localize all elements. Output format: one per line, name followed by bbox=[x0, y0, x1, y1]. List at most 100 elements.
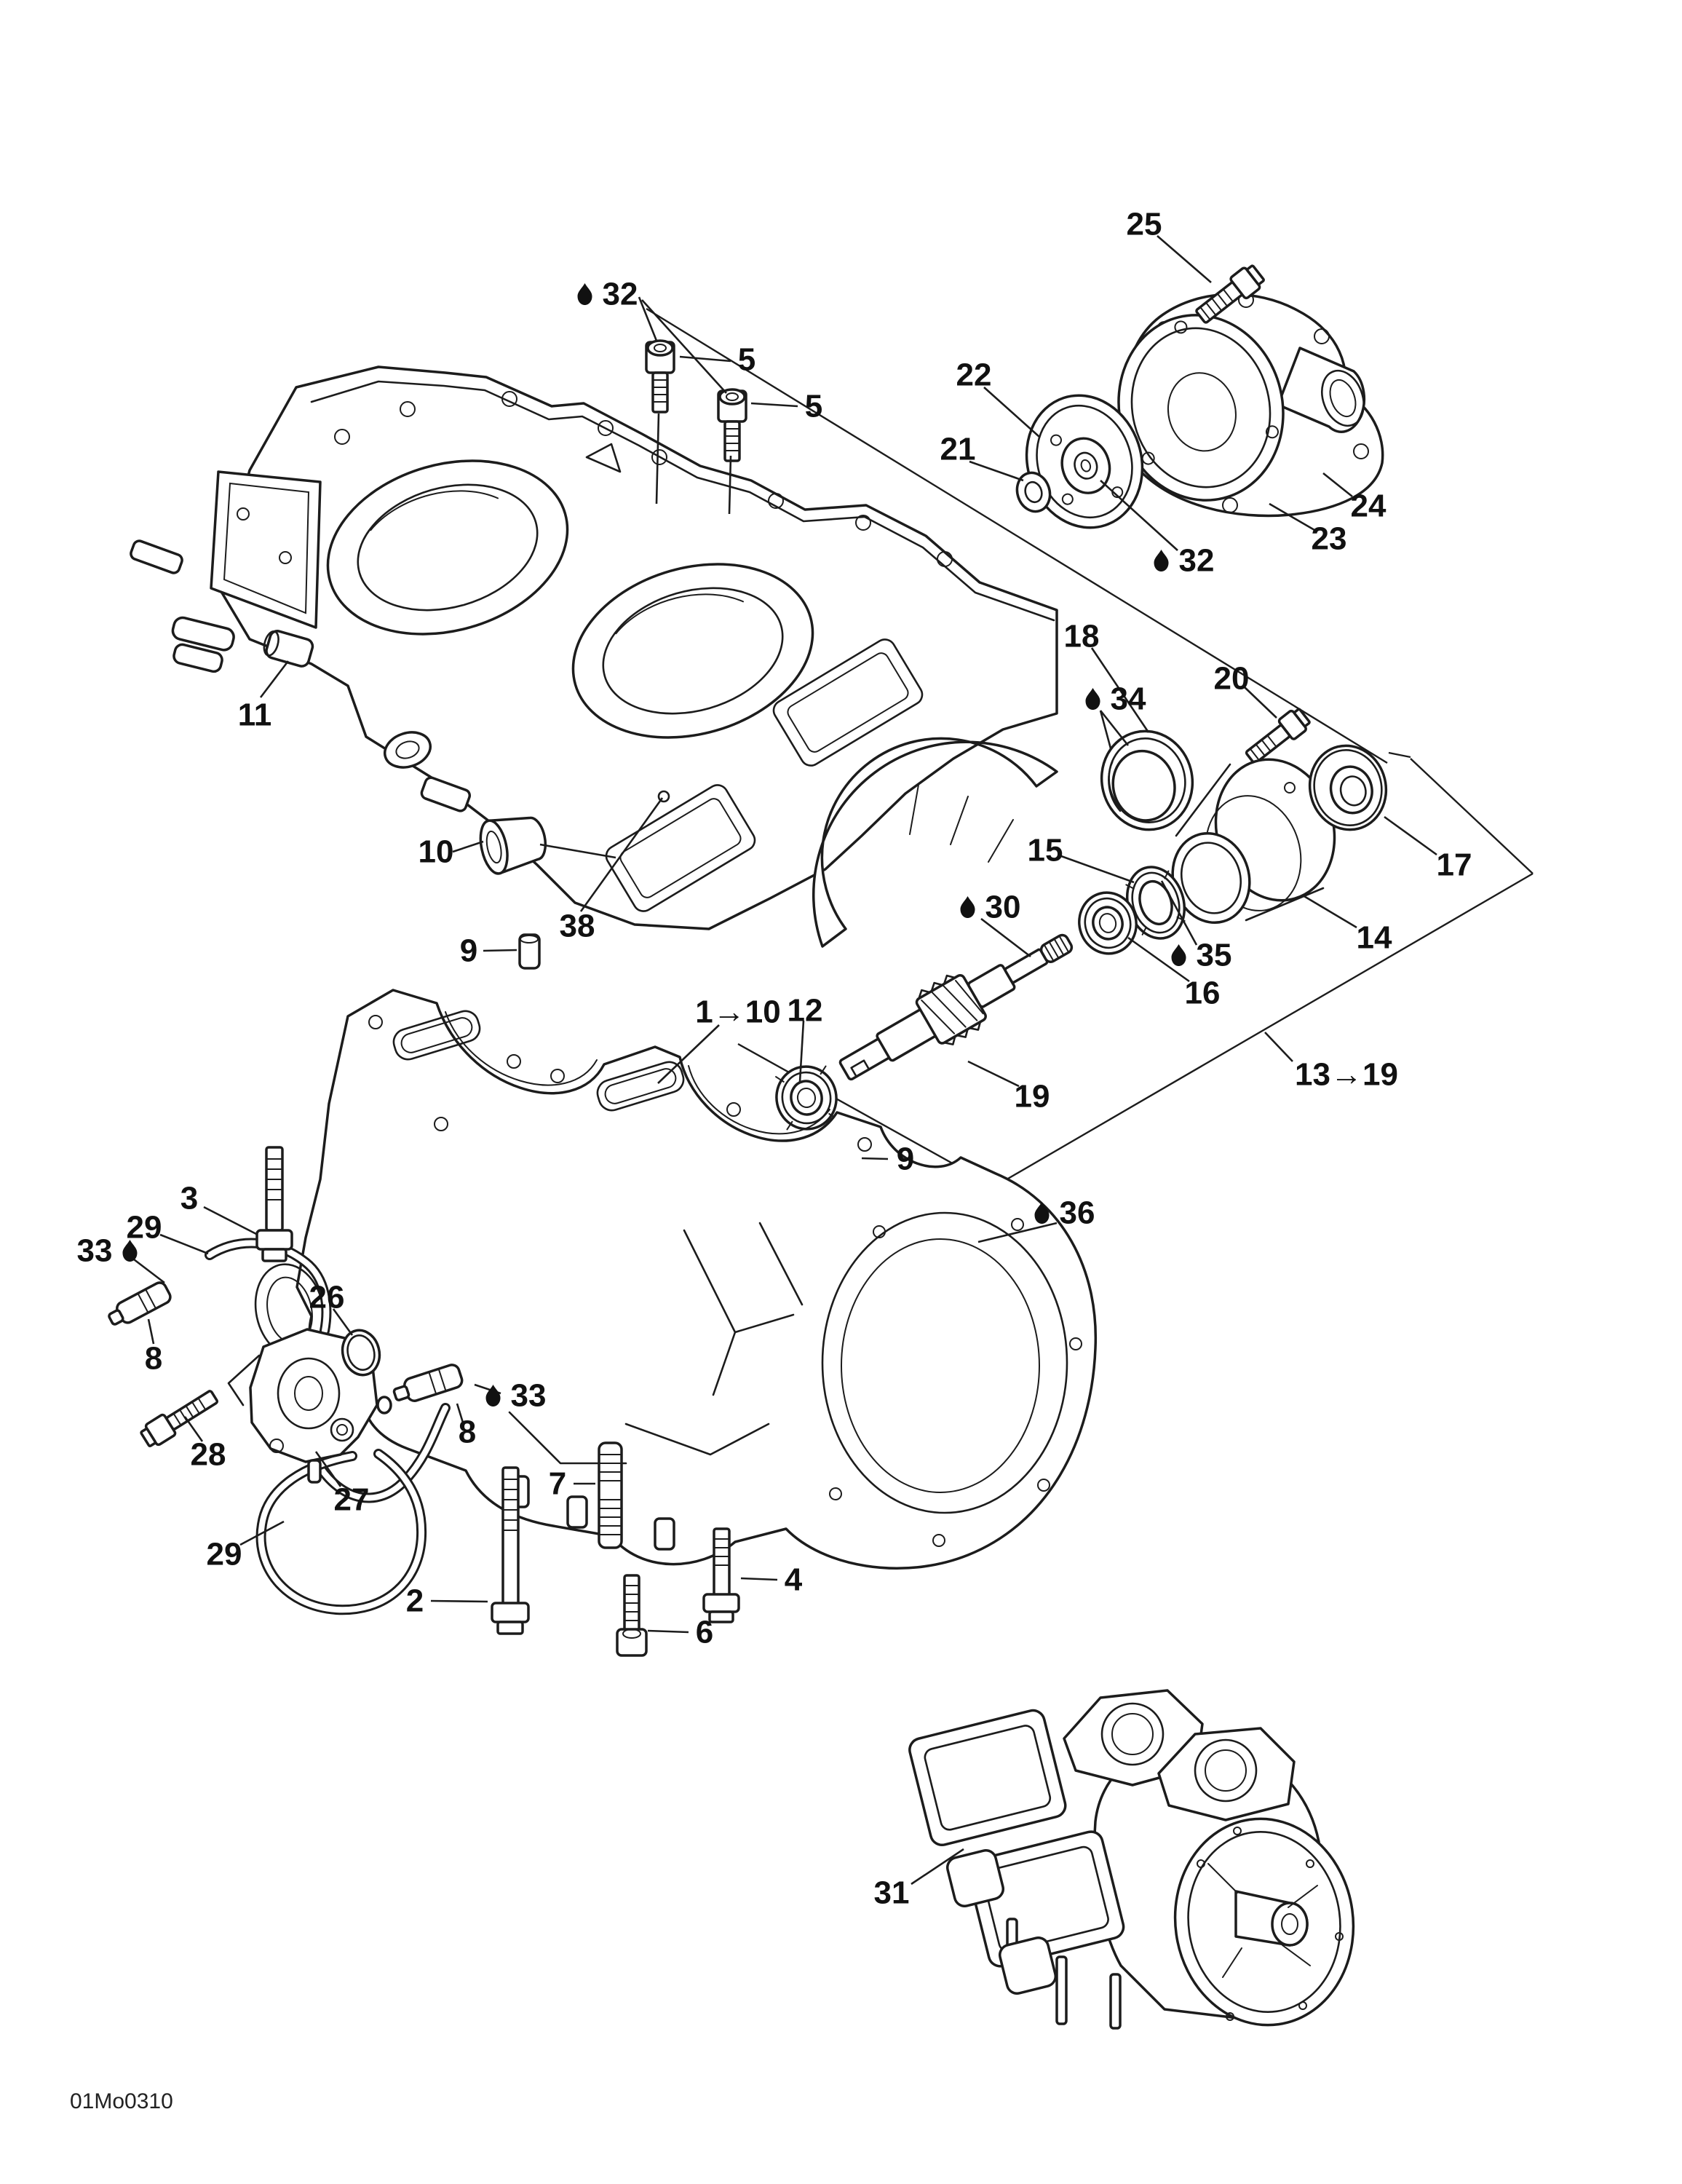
callout-label: 30 bbox=[985, 890, 1021, 925]
callout-5-a: 5 bbox=[738, 342, 755, 378]
bolt-20 bbox=[1245, 708, 1311, 764]
leader-line bbox=[1302, 894, 1357, 929]
callout-3: 3 bbox=[181, 1181, 198, 1216]
callout-28: 28 bbox=[191, 1437, 226, 1473]
callout-21: 21 bbox=[940, 432, 976, 467]
callout-label: 5 bbox=[738, 342, 755, 378]
leader-line bbox=[1099, 710, 1112, 749]
leader-lines bbox=[133, 235, 1437, 1886]
stud-7 bbox=[598, 1441, 623, 1549]
callout-label: 8 bbox=[459, 1415, 476, 1450]
pump-shaft-and-gear-13-19 bbox=[838, 933, 1074, 1081]
bearing-retainer-14 bbox=[1171, 758, 1336, 925]
callout-label: 6 bbox=[696, 1615, 713, 1650]
callout-22: 22 bbox=[956, 357, 992, 393]
callout-29-b: 29 bbox=[207, 1537, 242, 1572]
figure-code: 01Mo0310 bbox=[70, 2089, 173, 2113]
leader-line bbox=[1244, 687, 1277, 719]
callout-label: 33 bbox=[77, 1233, 113, 1269]
plug-10 bbox=[479, 816, 547, 875]
callout-label: 32 bbox=[603, 277, 638, 312]
callout-label: 16 bbox=[1185, 976, 1221, 1011]
oil-droplet-icon bbox=[1171, 944, 1186, 966]
callout-20: 20 bbox=[1214, 661, 1250, 697]
construction-line bbox=[1410, 758, 1534, 874]
callout-label: 36 bbox=[1060, 1195, 1095, 1231]
callout-label: 25 bbox=[1127, 207, 1162, 242]
callout-31: 31 bbox=[874, 1875, 910, 1911]
callout-label: 34 bbox=[1111, 681, 1146, 717]
leader-line bbox=[259, 660, 290, 698]
engine-assembly-31 bbox=[908, 1689, 1355, 2030]
callout-label: 24 bbox=[1351, 488, 1387, 524]
callout-8-a: 8 bbox=[145, 1341, 162, 1377]
lower-crankcase-half bbox=[254, 989, 1098, 1570]
callout-label: 3 bbox=[181, 1181, 198, 1216]
cylinder-bore-front bbox=[326, 459, 569, 636]
leader-line bbox=[183, 1416, 204, 1442]
callout-label: 2 bbox=[406, 1583, 424, 1619]
callout-25: 25 bbox=[1127, 207, 1162, 242]
oil-droplet-icon bbox=[1034, 1202, 1050, 1224]
callout-label: 12 bbox=[788, 993, 823, 1029]
callout-30: 30 bbox=[960, 890, 1021, 925]
leader-line bbox=[483, 949, 517, 952]
callout-10: 10 bbox=[418, 834, 454, 870]
callout-32-pump: 32 bbox=[1154, 543, 1215, 579]
leader-line bbox=[203, 1206, 258, 1236]
callout-label: 17 bbox=[1437, 847, 1472, 883]
leader-line bbox=[239, 1520, 285, 1546]
callout-label: 14 bbox=[1357, 920, 1392, 956]
bolt-28 bbox=[140, 1390, 219, 1447]
callout-36: 36 bbox=[1034, 1195, 1095, 1231]
leader-line bbox=[977, 1222, 1058, 1243]
callout-label: 19 bbox=[1015, 1079, 1050, 1115]
leader-line bbox=[1269, 502, 1315, 531]
callout-18: 18 bbox=[1064, 619, 1100, 654]
callout-label: 15 bbox=[1028, 833, 1063, 869]
leader-line bbox=[1384, 815, 1437, 856]
callout-label: 7 bbox=[549, 1466, 566, 1502]
oil-droplet-icon bbox=[122, 1240, 138, 1262]
callout-label: 1→10 bbox=[695, 994, 780, 1030]
callout-33-b: 33 bbox=[485, 1378, 546, 1414]
leader-line bbox=[657, 1024, 720, 1084]
callout-label: 27 bbox=[334, 1482, 370, 1518]
callout-label: 8 bbox=[145, 1341, 162, 1377]
leader-line bbox=[452, 840, 484, 853]
callout-label: 9 bbox=[460, 933, 477, 969]
o-ring-26 bbox=[341, 1329, 381, 1377]
callout-label: 23 bbox=[1312, 521, 1347, 557]
callout-label: 5 bbox=[805, 389, 822, 424]
oil-injector-8b bbox=[392, 1364, 464, 1402]
callout-label: 38 bbox=[560, 909, 595, 944]
callout-38: 38 bbox=[560, 909, 595, 944]
leader-line bbox=[1090, 647, 1150, 733]
leader-line bbox=[1160, 880, 1198, 946]
injector-washer bbox=[376, 1396, 392, 1415]
leader-line bbox=[159, 1233, 209, 1255]
callout-label: 20 bbox=[1214, 661, 1250, 697]
callout-label: 18 bbox=[1064, 619, 1100, 654]
leader-line bbox=[456, 1403, 464, 1423]
case-nipples bbox=[171, 616, 235, 673]
bolt-4 bbox=[702, 1527, 740, 1623]
callout-15: 15 bbox=[1028, 833, 1063, 869]
callout-4: 4 bbox=[785, 1562, 803, 1598]
callout-label: 29 bbox=[207, 1537, 242, 1572]
ball-bearing-16 bbox=[1078, 891, 1138, 955]
dowel-pin-9a bbox=[518, 933, 541, 970]
callout-1-10: 1→10 bbox=[695, 994, 780, 1030]
thrust-washer-17 bbox=[1308, 744, 1388, 831]
water-pump-impeller-22 bbox=[1025, 394, 1144, 529]
leader-line bbox=[861, 1157, 889, 1160]
leader-line bbox=[1060, 855, 1135, 884]
leader-line bbox=[314, 1451, 342, 1487]
callout-label: 32 bbox=[1179, 543, 1215, 579]
leader-line bbox=[980, 917, 1031, 958]
leader-line bbox=[1100, 480, 1178, 551]
leader-line bbox=[750, 402, 798, 408]
water-pump-cover-23 bbox=[1117, 314, 1285, 502]
